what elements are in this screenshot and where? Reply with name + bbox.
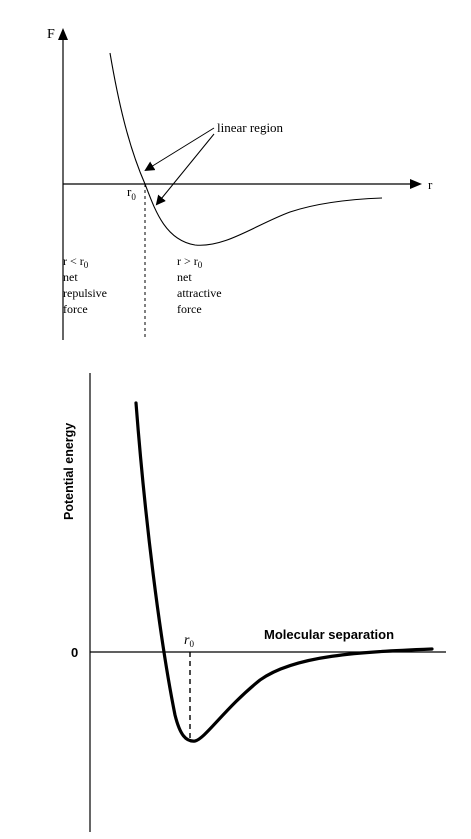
force-x-axis-arrowhead [410,179,422,189]
force-y-axis-label: F [47,27,55,42]
svg-text:net: net [177,270,192,284]
energy-x-axis-label: Molecular separation [264,627,394,642]
energy-diagram: Potential energy 0 Molecular separation … [62,373,446,832]
svg-text:r > r0: r > r0 [177,254,203,270]
svg-text:net: net [63,270,78,284]
force-curve [109,52,383,246]
force-x-axis-label: r [428,177,433,192]
svg-text:repulsive: repulsive [63,286,107,300]
attractive-region-text: r > r0 net attractive force [177,254,222,316]
energy-r0-label: r0 [184,633,194,649]
svg-text:attractive: attractive [177,286,222,300]
potential-energy-curve [134,401,434,743]
energy-zero-label: 0 [71,645,78,660]
force-diagram: F r r0 linear region r < r0 net repulsiv… [47,27,433,340]
energy-y-axis-label: Potential energy [62,423,76,520]
linear-region-label: linear region [217,120,284,135]
svg-text:force: force [177,302,202,316]
linear-region-pointer-upper [144,127,215,172]
force-r0-label: r0 [127,184,136,202]
force-y-axis-arrowhead [58,28,68,40]
svg-text:force: force [63,302,88,316]
linear-region-pointer-lower [155,133,215,206]
repulsive-region-text: r < r0 net repulsive force [63,254,107,316]
svg-text:r < r0: r < r0 [63,254,89,270]
